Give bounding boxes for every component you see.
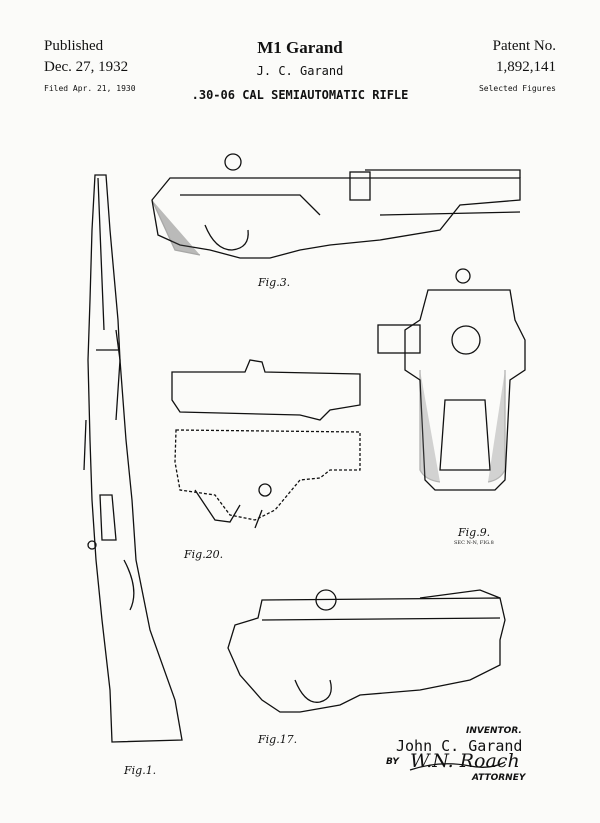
inventor-label: INVENTOR.: [466, 726, 522, 736]
figure-20-trigger-group: [171, 359, 361, 529]
page-title: M1 Garand: [257, 38, 343, 57]
signature-flourish: [409, 761, 506, 771]
figure-1-rifle: [83, 174, 183, 743]
fig20-label: Fig.20.: [184, 548, 224, 561]
selected-figures-label: Selected Figures: [478, 84, 556, 93]
fig9-label: Fig.9.: [458, 526, 491, 539]
patent-number: 1,892,141: [496, 59, 556, 75]
fig3-label: Fig.3.: [258, 276, 291, 289]
inventor-name: J. C. Garand: [256, 64, 344, 78]
attorney-signature: W.N. Roach: [410, 750, 520, 772]
inventor-signature-name: John C. Garand: [396, 737, 523, 755]
by-label: BY: [386, 757, 399, 767]
page-subtitle: .30-06 CAL SEMIAUTOMATIC RIFLE: [191, 88, 409, 102]
published-label: Published: [44, 38, 104, 54]
figure-3-receiver: [151, 153, 521, 259]
published-date: Dec. 27, 1932: [44, 59, 129, 75]
filed-date: Filed Apr. 21, 1930: [44, 84, 136, 93]
fig1-label: Fig.1.: [124, 764, 157, 777]
figure-17-receiver: [227, 589, 506, 713]
figure-9-section: [377, 268, 526, 491]
attorney-label: ATTORNEY: [472, 773, 526, 783]
fig9-note: SEC N-N, FIG.8: [454, 540, 494, 546]
patent-number-label: Patent No.: [492, 38, 556, 54]
fig17-label: Fig.17.: [258, 733, 298, 746]
